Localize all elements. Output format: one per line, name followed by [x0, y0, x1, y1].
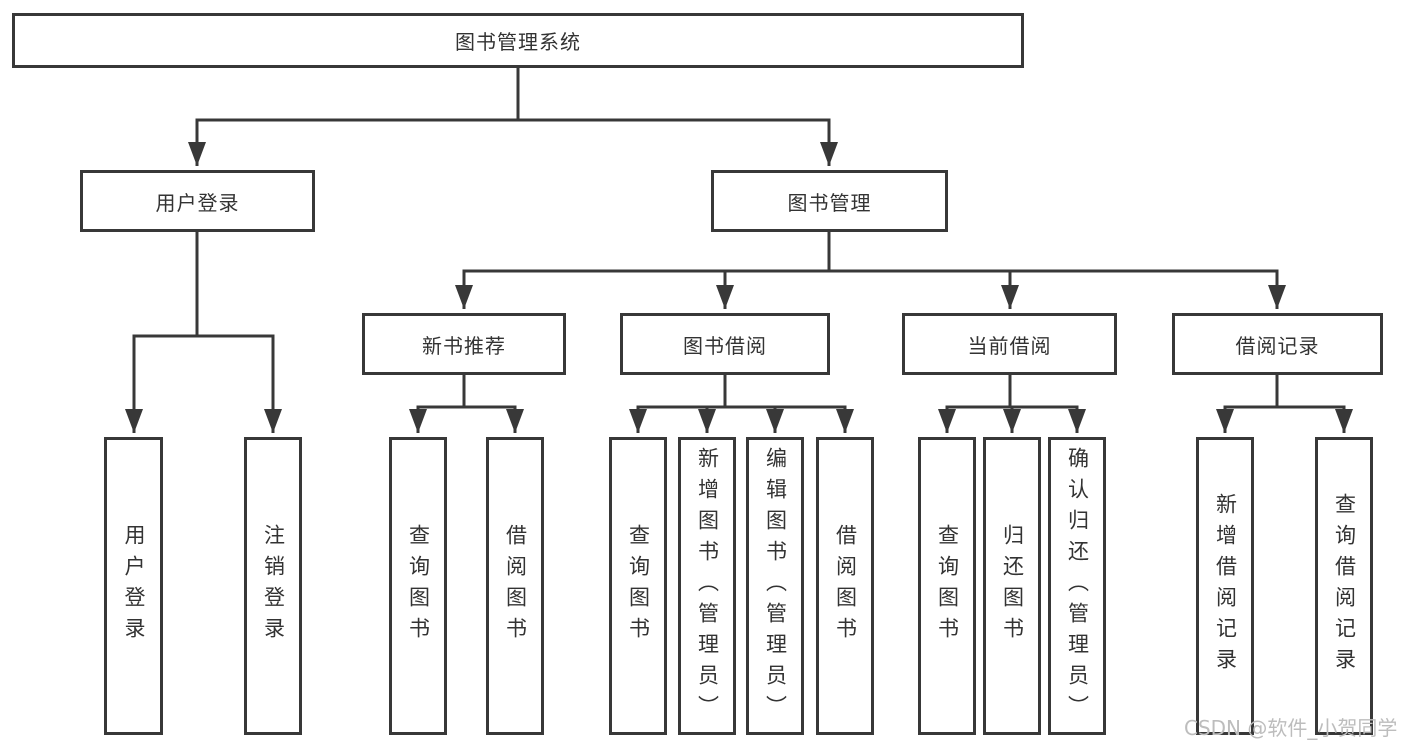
node-current-borrow: 当前借阅 [902, 313, 1117, 375]
node-label: 借阅图书 [503, 524, 528, 648]
node-leaf-user-login: 用户登录 [104, 437, 163, 735]
node-label: 借阅图书 [833, 524, 858, 648]
node-leaf-edit-book-admin: 编辑图书（管理员） [746, 437, 804, 735]
node-borrow-records: 借阅记录 [1172, 313, 1383, 375]
node-leaf-confirm-return-admin: 确认归还（管理员） [1048, 437, 1106, 735]
node-leaf-return-book: 归还图书 [983, 437, 1041, 735]
node-book-borrow: 图书借阅 [620, 313, 830, 375]
watermark: CSDN @软件_小贺同学 [1184, 716, 1398, 740]
node-leaf-borrow-book-1: 借阅图书 [486, 437, 544, 735]
node-label: 查询图书 [935, 524, 960, 648]
node-label: 新增图书（管理员） [695, 446, 720, 726]
node-label: 注销登录 [261, 524, 286, 648]
node-label: 查询图书 [626, 524, 651, 648]
node-leaf-query-book-3: 查询图书 [918, 437, 976, 735]
node-leaf-borrow-book-2: 借阅图书 [816, 437, 874, 735]
node-leaf-add-borrow-record: 新增借阅记录 [1196, 437, 1254, 735]
node-leaf-query-book-1: 查询图书 [389, 437, 447, 735]
node-user-login-group: 用户登录 [80, 170, 315, 232]
node-book-management: 图书管理 [711, 170, 948, 232]
node-label: 查询图书 [406, 524, 431, 648]
node-leaf-logout: 注销登录 [244, 437, 302, 735]
node-leaf-query-book-2: 查询图书 [609, 437, 667, 735]
node-label: 查询借阅记录 [1332, 493, 1357, 679]
node-label: 新增借阅记录 [1213, 493, 1238, 679]
node-label: 确认归还（管理员） [1065, 446, 1090, 726]
node-new-book-recommend: 新书推荐 [362, 313, 566, 375]
node-leaf-add-book-admin: 新增图书（管理员） [678, 437, 736, 735]
node-leaf-query-borrow-record: 查询借阅记录 [1315, 437, 1373, 735]
node-library-management-system: 图书管理系统 [12, 13, 1024, 68]
node-label: 归还图书 [1000, 524, 1025, 648]
node-label: 用户登录 [122, 524, 147, 648]
node-label: 编辑图书（管理员） [763, 446, 788, 726]
